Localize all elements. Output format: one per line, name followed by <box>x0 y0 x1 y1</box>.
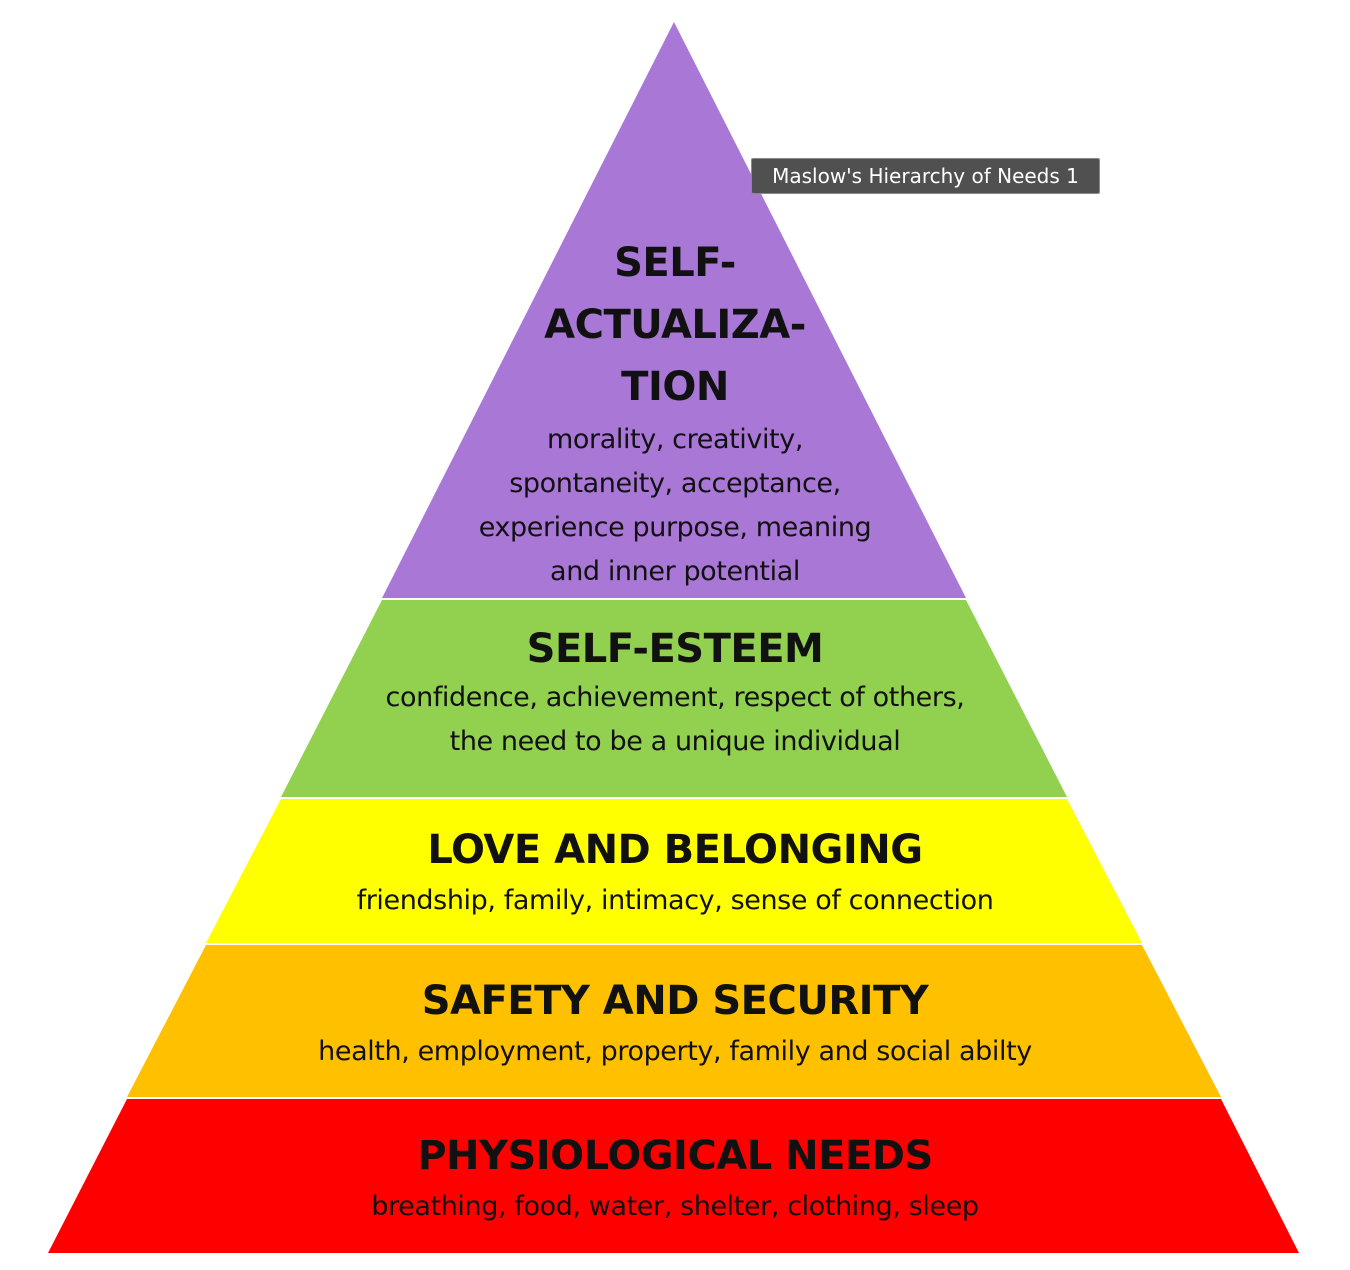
tier-self-esteem-shape <box>281 600 1067 797</box>
tier-physiological-needs: PHYSIOLOGICAL NEEDS breathing, food, wat… <box>0 1131 1350 1229</box>
tier-safety-and-security: SAFETY AND SECURITY health, employment, … <box>0 976 1350 1074</box>
tier-title: LOVE AND BELONGING <box>427 827 923 873</box>
tier-love-and-belonging: LOVE AND BELONGING friendship, family, i… <box>0 825 1350 923</box>
tier-self-actualization-shape <box>382 22 966 598</box>
description-line: morality, creativity, <box>546 424 804 455</box>
tier-description: morality, creativity, spontaneity, accep… <box>0 418 1350 594</box>
tier-self-esteem: SELF-ESTEEM confidence, achievement, res… <box>0 624 1350 764</box>
tier-description: health, employment, property, family and… <box>0 1030 1350 1074</box>
description-line: spontaneity, acceptance, <box>509 468 841 499</box>
tier-description: breathing, food, water, shelter, clothin… <box>0 1185 1350 1229</box>
title-line: TION <box>621 364 729 410</box>
description-line: breathing, food, water, shelter, clothin… <box>371 1191 979 1222</box>
title-line: ACTUALIZA- <box>544 302 806 348</box>
tier-title: SELF-ESTEEM <box>526 626 824 672</box>
description-line: friendship, family, intimacy, sense of c… <box>356 885 994 916</box>
tier-love-belonging-shape <box>206 799 1142 943</box>
title-line: SELF- <box>614 240 736 286</box>
description-line: confidence, achievement, respect of othe… <box>385 682 965 713</box>
tier-title: SAFETY AND SECURITY <box>421 978 929 1024</box>
description-line: health, employment, property, family and… <box>318 1036 1032 1067</box>
description-line: experience purpose, meaning <box>478 512 872 543</box>
tier-physiological-shape <box>48 1099 1299 1253</box>
tier-safety-security-shape <box>127 945 1221 1097</box>
description-line: the need to be a unique individual <box>449 726 901 757</box>
tier-title: SELF- ACTUALIZA- TION <box>0 232 1350 418</box>
tier-description: friendship, family, intimacy, sense of c… <box>0 879 1350 923</box>
description-line: and inner potential <box>550 556 800 587</box>
tier-description: confidence, achievement, respect of othe… <box>0 676 1350 764</box>
tier-title: PHYSIOLOGICAL NEEDS <box>417 1133 933 1179</box>
tier-self-actualization: SELF- ACTUALIZA- TION morality, creativi… <box>0 232 1350 594</box>
image-tooltip: Maslow's Hierarchy of Needs 1 <box>751 158 1100 194</box>
